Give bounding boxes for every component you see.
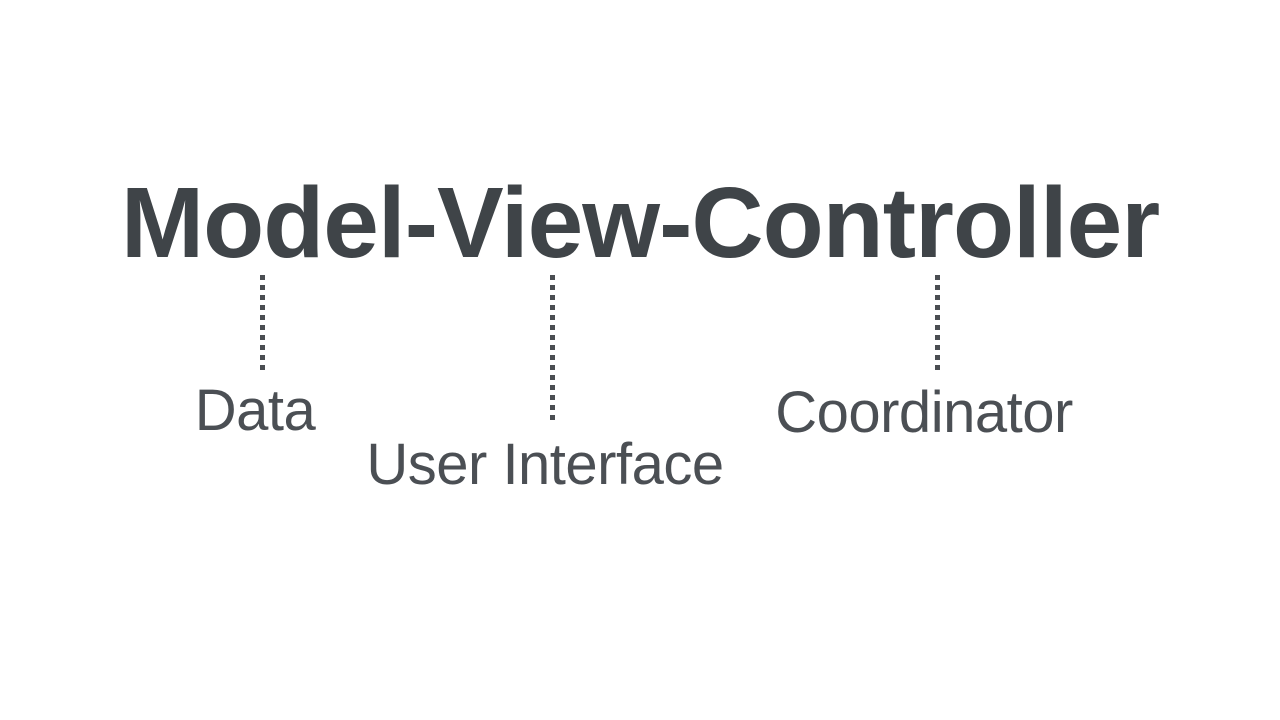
label-coordinator: Coordinator — [775, 380, 1073, 445]
label-user-interface: User Interface — [366, 432, 724, 497]
slide-title: Model-View-Controller — [120, 167, 1160, 279]
dotted-connector-view — [550, 275, 555, 420]
label-data: Data — [194, 378, 316, 443]
dotted-connector-controller — [935, 275, 940, 370]
dotted-connector-model — [260, 275, 265, 370]
